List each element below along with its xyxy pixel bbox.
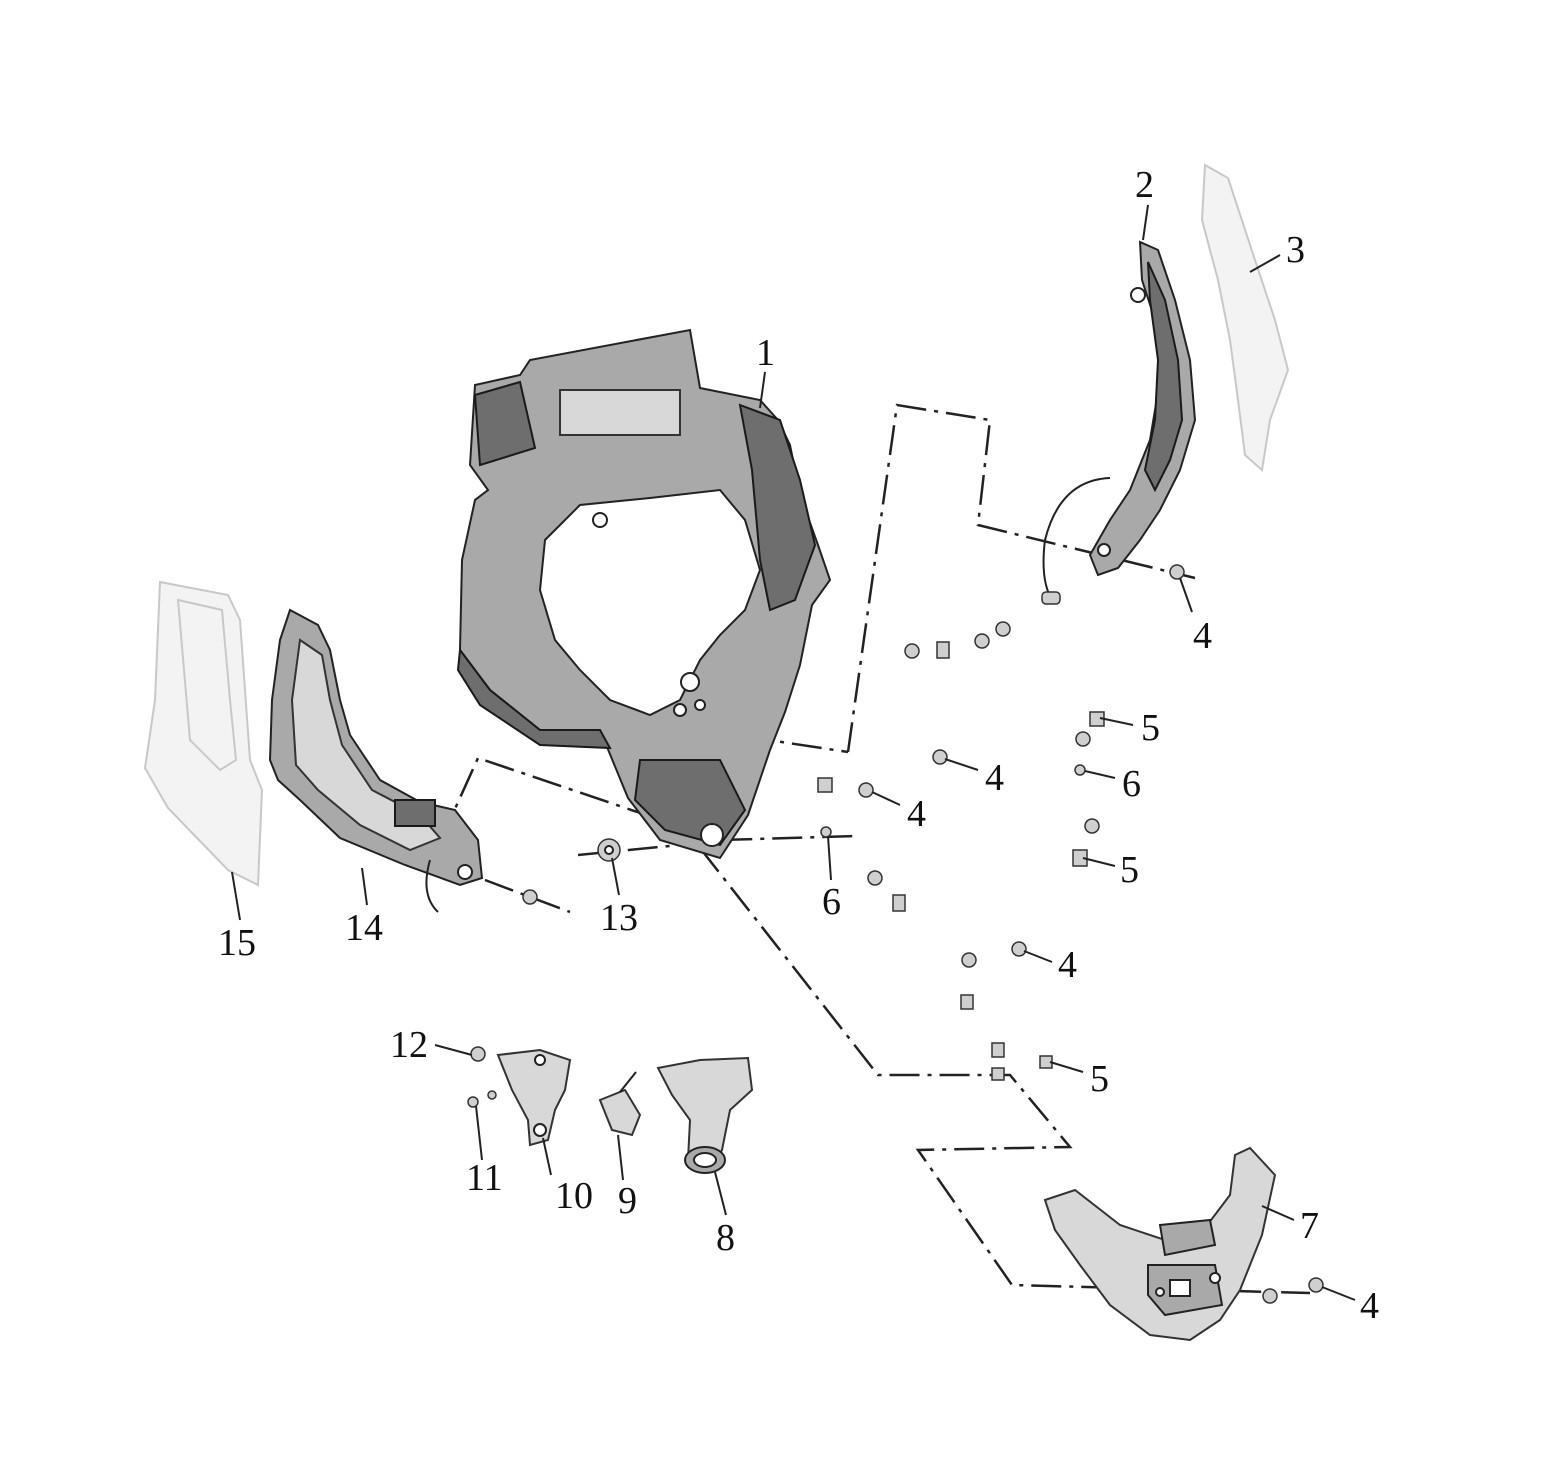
axis-line-left-bolt [484, 878, 571, 914]
bolt-4 [932, 749, 948, 765]
leader-5a [1099, 717, 1134, 726]
bolt-4 [961, 952, 977, 968]
clip-5 [817, 777, 833, 793]
part-2-right-light-bracket [1041, 240, 1197, 605]
screw-11 [487, 1090, 497, 1100]
part-7-lower-bracket [1043, 1146, 1277, 1342]
callout-5: 5 [1090, 1058, 1109, 1100]
leader-8 [714, 1171, 727, 1216]
leader-11 [475, 1105, 483, 1161]
bolt-4 [1169, 564, 1185, 580]
bolt-4 [1308, 1277, 1324, 1293]
bolt-4 [1262, 1288, 1278, 1304]
part-13-washer [597, 838, 621, 862]
leader-4d [1023, 950, 1053, 963]
bolt-4 [1084, 818, 1100, 834]
bolt-4 [974, 633, 990, 649]
callout-1: 1 [756, 332, 775, 374]
callout-7: 7 [1300, 1205, 1319, 1247]
leader-7 [1261, 1205, 1295, 1221]
leader-13 [611, 857, 620, 896]
bolt-4 [867, 870, 883, 886]
callout-4: 4 [1193, 615, 1212, 657]
leader-4a [1179, 577, 1193, 613]
leader-5b [1082, 857, 1116, 867]
screw-6 [820, 826, 832, 838]
leader-10 [542, 1137, 552, 1176]
leader-6b [827, 835, 832, 881]
part-1-main-frame [456, 328, 832, 860]
part-15-left-cover [143, 580, 264, 887]
part-8-lamp-housing [656, 1056, 754, 1174]
part-3-right-lens [1200, 163, 1290, 472]
axis-line-lower-diagonal [699, 847, 1311, 1295]
callout-10: 10 [555, 1175, 593, 1217]
callout-4: 4 [907, 793, 926, 835]
callout-9: 9 [618, 1180, 637, 1222]
clip-5 [991, 1042, 1005, 1058]
part-10-socket-bracket [496, 1048, 572, 1147]
callout-8: 8 [716, 1217, 735, 1259]
callout-3: 3 [1286, 229, 1305, 271]
leader-2 [1142, 204, 1149, 241]
callout-12: 12 [390, 1024, 428, 1066]
axis-line-left-bracket [438, 756, 859, 843]
leader-4e [1321, 1286, 1356, 1301]
clip-5 [936, 641, 950, 659]
callout-6: 6 [1122, 763, 1141, 805]
leader-1 [759, 371, 766, 409]
leader-6a [1084, 770, 1116, 779]
screw-6 [1074, 764, 1086, 776]
callout-6: 6 [822, 881, 841, 923]
leader-4b [944, 758, 979, 771]
screw-11 [467, 1096, 479, 1108]
callout-5: 5 [1141, 707, 1160, 749]
leader-12 [434, 1044, 473, 1056]
callout-labels: 1 2 3 4 5 4 6 4 5 6 13 14 15 4 12 5 11 1… [218, 164, 1379, 1327]
clip-5 [960, 994, 974, 1010]
bolt-4 [995, 621, 1011, 637]
callout-4: 4 [985, 757, 1004, 799]
leader-5c [1049, 1061, 1084, 1073]
leader-14 [361, 867, 368, 906]
callout-11: 11 [466, 1157, 503, 1199]
clip-5 [892, 894, 906, 912]
leader-3 [1249, 254, 1281, 273]
callout-14: 14 [345, 907, 383, 949]
nut-12 [470, 1046, 486, 1062]
callout-13: 13 [600, 897, 638, 939]
callout-4: 4 [1360, 1285, 1379, 1327]
part-14-left-light-bracket [268, 608, 484, 913]
callout-5: 5 [1120, 849, 1139, 891]
axis-line-upper-right [846, 403, 1196, 753]
bolt-4 [1011, 941, 1027, 957]
part-9-bulb [598, 1071, 642, 1137]
leader-4c [871, 791, 901, 806]
leader-15 [231, 871, 241, 921]
bolt-4 [522, 889, 538, 905]
bolt-4 [1075, 731, 1091, 747]
callout-4: 4 [1058, 944, 1077, 986]
bolt-4 [904, 643, 920, 659]
clip-5 [991, 1067, 1005, 1081]
bolt-4 [858, 782, 874, 798]
fasteners [467, 564, 1324, 1304]
callout-15: 15 [218, 922, 256, 964]
leader-lines [231, 204, 1356, 1301]
callout-2: 2 [1135, 164, 1154, 206]
leader-9 [617, 1134, 624, 1181]
